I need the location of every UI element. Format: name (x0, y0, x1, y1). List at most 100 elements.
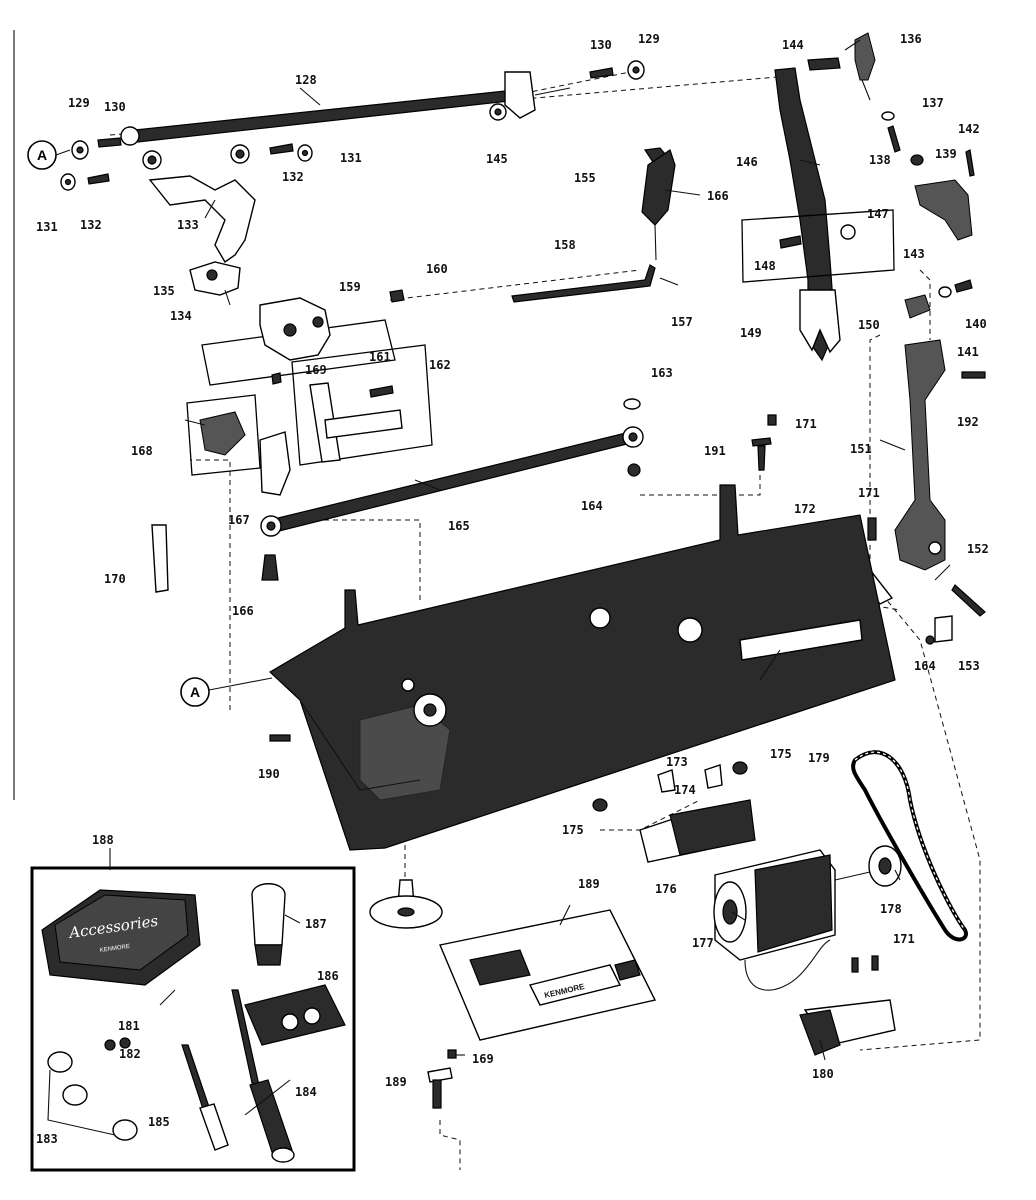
callout-129: 129 (638, 32, 660, 46)
callout-152: 152 (967, 542, 989, 556)
callout-144: 144 (782, 38, 804, 52)
tin-subtitle: KENMORE (99, 944, 130, 954)
callout-188: 188 (92, 833, 114, 847)
callout-175: 175 (770, 747, 792, 761)
callout-173: 173 (666, 755, 688, 769)
callout-134: 134 (170, 309, 192, 323)
callout-148: 148 (754, 259, 776, 273)
callout-185: 185 (148, 1115, 170, 1129)
knob-136 (854, 32, 876, 101)
switch-block-176 (592, 761, 756, 863)
belt-179 (851, 750, 968, 942)
callout-137: 137 (922, 96, 944, 110)
motor-177 (713, 849, 836, 991)
callout-163: 163 (651, 366, 673, 380)
callout-155: 155 (574, 171, 596, 185)
callout-157: 157 (671, 315, 693, 329)
shaft-128 (120, 71, 571, 146)
callout-159: 159 (339, 280, 361, 294)
callout-186: 186 (317, 969, 339, 983)
callout-149: 149 (740, 326, 762, 340)
callout-171: 171 (858, 486, 880, 500)
reference-mark-a-bed: A (180, 677, 273, 707)
callout-129: 129 (68, 96, 90, 110)
callout-169: 169 (305, 363, 327, 377)
callout-166: 166 (232, 604, 254, 618)
instruction-book-189: KENMORE (439, 909, 657, 1041)
callout-189: 189 (578, 877, 600, 891)
hardware-140-141-150 (904, 279, 973, 319)
hardware-137-138-139 (881, 111, 924, 166)
callout-166: 166 (707, 189, 729, 203)
callout-141: 141 (957, 345, 979, 359)
callout-146: 146 (736, 155, 758, 169)
bracket-159 (201, 289, 405, 386)
needle-bar-151 (894, 339, 986, 571)
bracket-180 (799, 955, 896, 1056)
hardware-169-189 (427, 1049, 457, 1109)
lever-146 (774, 67, 841, 362)
bracket-143 (914, 149, 975, 241)
callout-168: 168 (131, 444, 153, 458)
accessories-box-188: Accessories KENMORE (30, 866, 356, 1172)
callout-128: 128 (295, 73, 317, 87)
callout-130: 130 (590, 38, 612, 52)
callout-167: 167 (228, 513, 250, 527)
connecting-rod-165 (260, 398, 644, 537)
bracket-135 (189, 261, 241, 306)
hardware-129-130-131-132 (60, 60, 645, 191)
callout-178: 178 (880, 902, 902, 916)
callout-133: 133 (177, 218, 199, 232)
callout-labels: 129 130 128 130 129 144 136 131 132 131 … (36, 32, 989, 1146)
callout-169: 169 (472, 1052, 494, 1066)
callout-172: 172 (794, 502, 816, 516)
stud-144 (807, 57, 841, 71)
callout-130: 130 (104, 100, 126, 114)
callout-175: 175 (562, 823, 584, 837)
hardware-152-153-154 (925, 584, 986, 645)
callout-131: 131 (36, 220, 58, 234)
callout-171: 171 (893, 932, 915, 946)
bed-plate (269, 484, 896, 851)
callout-189: 189 (385, 1075, 407, 1089)
panel-149 (741, 209, 895, 283)
callout-164: 164 (914, 659, 936, 673)
bed-foot (369, 879, 443, 929)
bracket-161 (271, 344, 433, 466)
callout-138: 138 (869, 153, 891, 167)
callout-192: 192 (957, 415, 979, 429)
rod-158 (511, 264, 679, 303)
callout-136: 136 (900, 32, 922, 46)
callout-183: 183 (36, 1132, 58, 1146)
callout-179: 179 (808, 751, 830, 765)
callout-176: 176 (655, 882, 677, 896)
callout-132: 132 (282, 170, 304, 184)
callout-177: 177 (692, 936, 714, 950)
thread-guide-166 (641, 147, 676, 261)
callout-184: 184 (295, 1085, 317, 1099)
callout-161: 161 (369, 350, 391, 364)
pin-166 (261, 554, 279, 581)
bracket-133 (148, 175, 256, 264)
callout-145: 145 (486, 152, 508, 166)
callout-131: 131 (340, 151, 362, 165)
screw-190 (269, 734, 291, 742)
bracket-167 (259, 431, 291, 496)
callout-153: 153 (958, 659, 980, 673)
screw-170 (151, 524, 169, 593)
ref-a-bed-label: A (190, 684, 200, 700)
callout-147: 147 (867, 207, 889, 221)
callout-140: 140 (965, 317, 987, 331)
callout-181: 181 (118, 1019, 140, 1033)
callout-190: 190 (258, 767, 280, 781)
callout-165: 165 (448, 519, 470, 533)
callout-162: 162 (429, 358, 451, 372)
callout-150: 150 (858, 318, 880, 332)
callout-170: 170 (104, 572, 126, 586)
reference-mark-a-top: A (27, 140, 71, 170)
callout-132: 132 (80, 218, 102, 232)
callout-174: 174 (674, 783, 696, 797)
pulley-178 (834, 845, 902, 887)
callout-142: 142 (958, 122, 980, 136)
